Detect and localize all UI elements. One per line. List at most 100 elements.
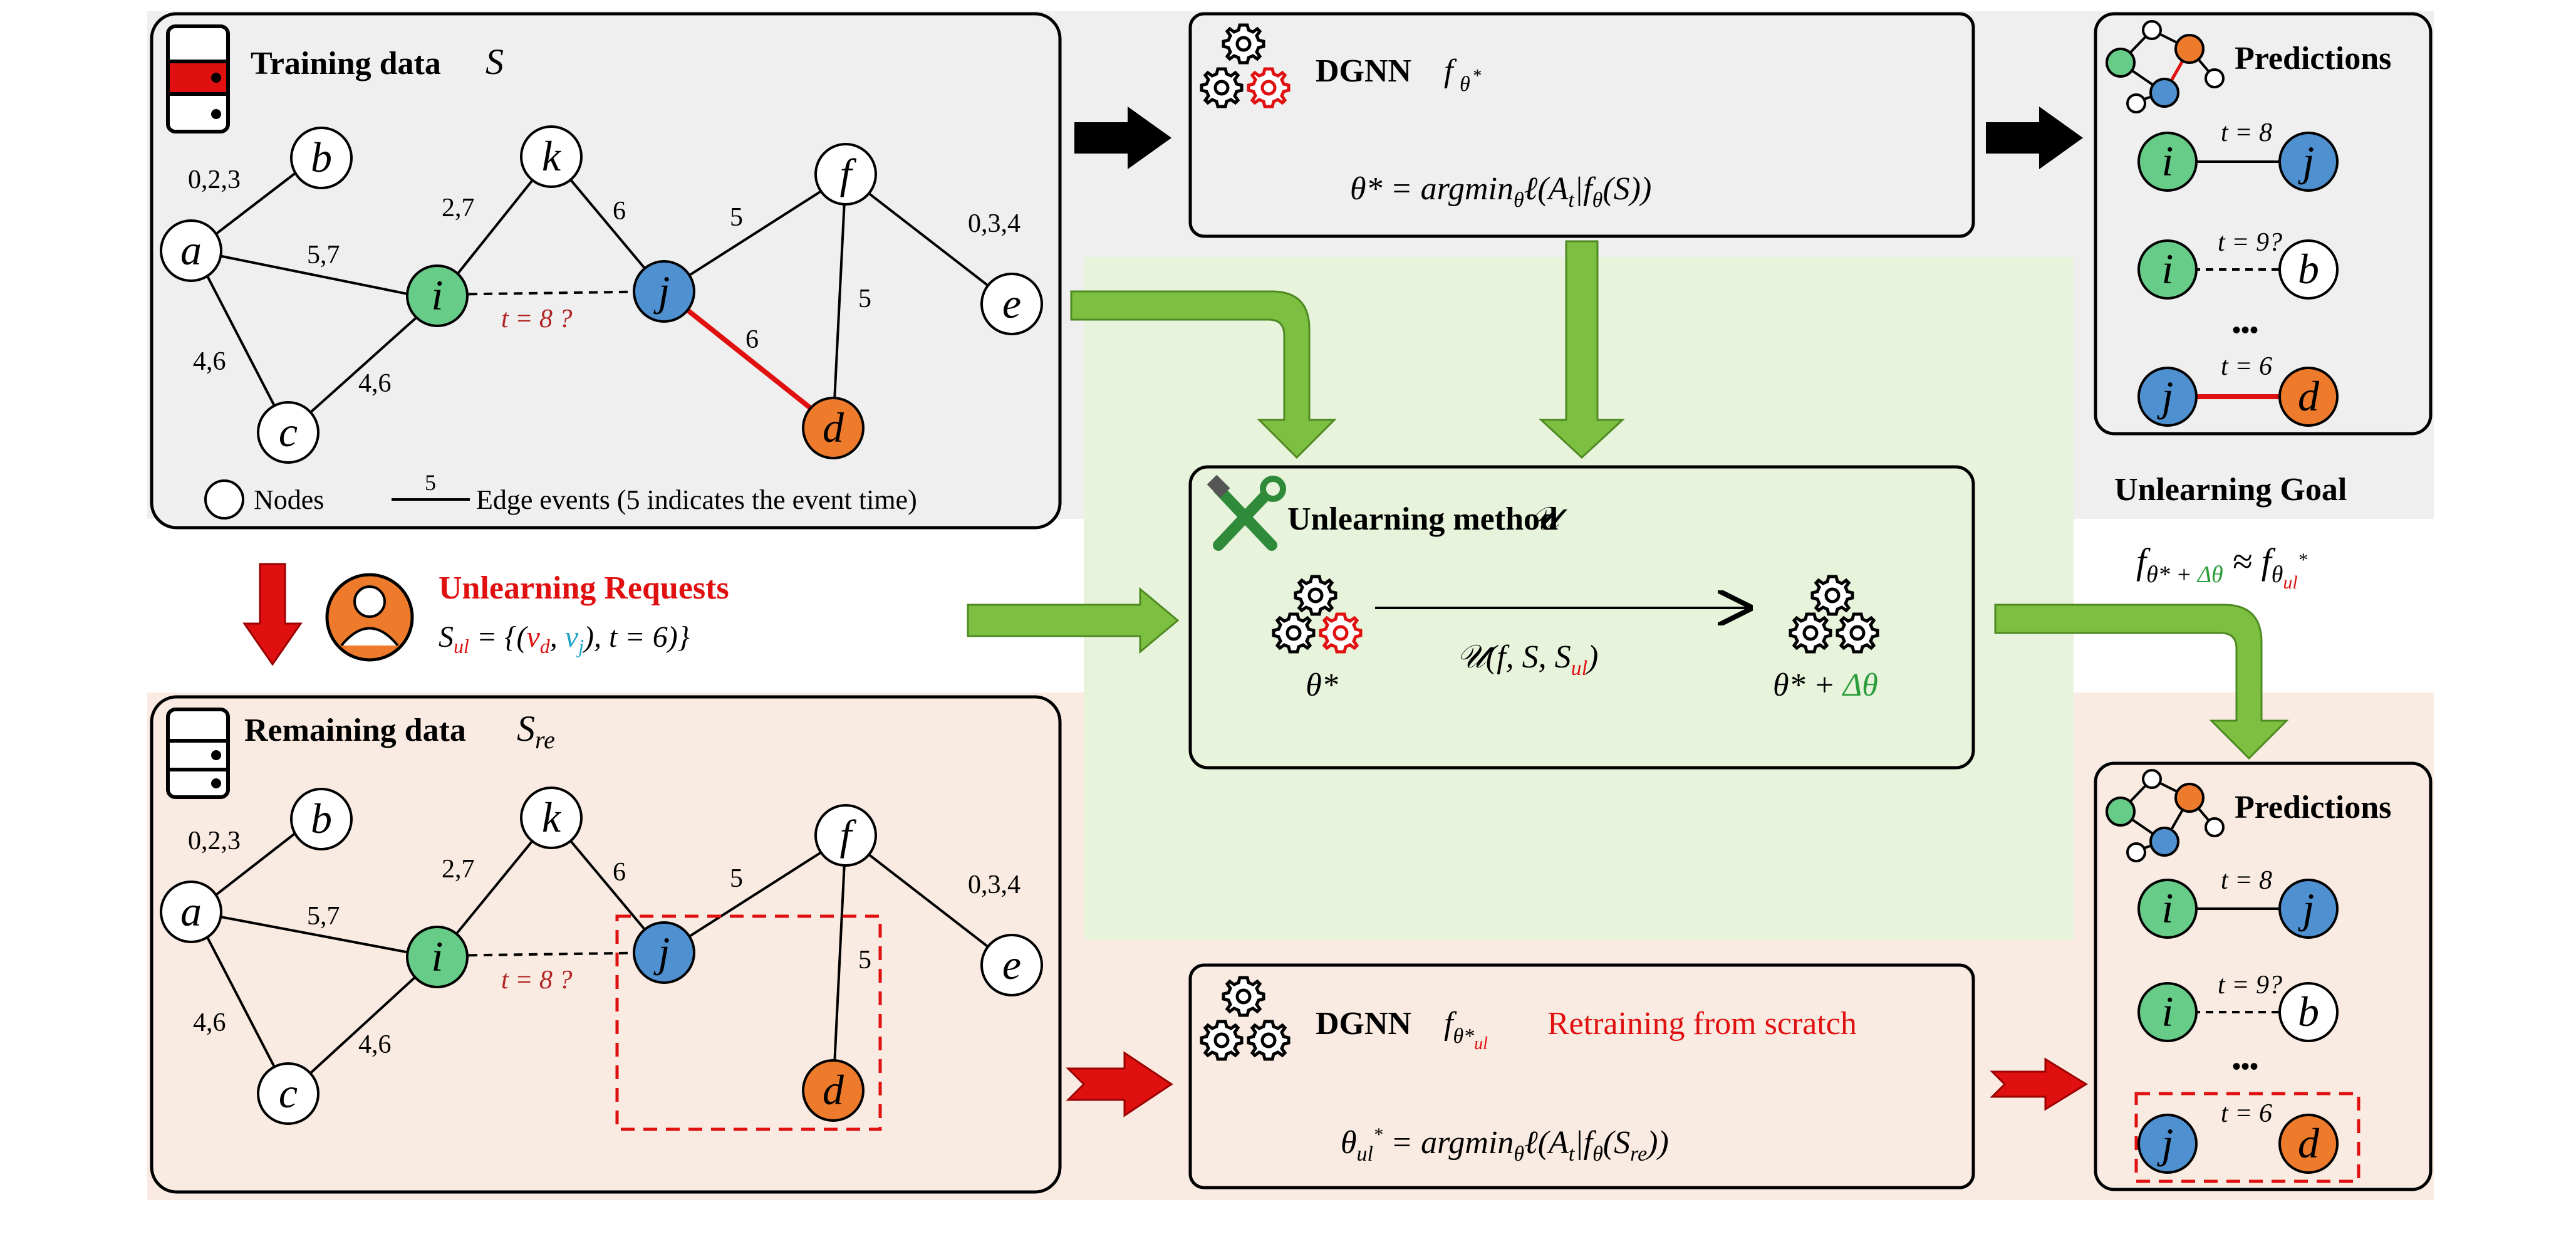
svg-text:t = 6: t = 6 (2221, 1099, 2272, 1128)
edge-label-f-d: 5 (858, 285, 871, 313)
remaining-data-panel: Remaining data Sre 0,2,3 5,7 4,6 2,7 6 4… (150, 695, 1062, 1194)
unlearning-goal: Unlearning Goal fθ* + Δθ ≈ fθul* (2114, 472, 2347, 593)
edge-label-a-i: 5,7 (307, 241, 340, 269)
training-symbol: S (486, 41, 504, 82)
red-arrow-bottom-1 (1066, 1051, 1173, 1117)
dgnn-bottom-title: DGNN (1316, 1006, 1411, 1042)
svg-text:t = 8 ?: t = 8 ? (501, 966, 573, 995)
svg-text:b: b (311, 133, 332, 181)
node-c: c (257, 401, 319, 464)
node-i: i (406, 926, 469, 988)
node-a: a (160, 219, 222, 282)
svg-text:d: d (2298, 372, 2320, 420)
svg-text:*: * (1472, 66, 1481, 86)
green-arrow-right (967, 587, 1180, 654)
red-arrow-down (242, 563, 303, 666)
unlearning-function: 𝒰(f, S, Sul) (1457, 639, 1598, 680)
predictions-bottom-title: Predictions (2235, 790, 2391, 825)
node-k: k (520, 125, 583, 188)
green-arrow-bend-2 (1994, 604, 2289, 760)
remaining-title: Remaining data (244, 713, 466, 748)
svg-text:4,6: 4,6 (358, 1030, 392, 1059)
svg-text:a: a (180, 887, 202, 935)
pred-top-node-d: d (2278, 367, 2339, 427)
pred-top-node-j1: j (2278, 132, 2339, 192)
edge-a-c (193, 250, 289, 433)
svg-text:•••: ••• (2232, 1052, 2258, 1080)
node-a: a (160, 881, 222, 943)
svg-text:b: b (311, 795, 332, 842)
removed-prediction-box (2134, 1092, 2360, 1183)
edge-j-d-red (662, 289, 835, 429)
predictions-bottom-panel: Predictions t = 8 i j t = 9? i b ••• t =… (2094, 761, 2433, 1191)
svg-text:5: 5 (858, 946, 871, 975)
svg-text:d: d (823, 1066, 844, 1114)
svg-text:e: e (1002, 941, 1021, 988)
svg-text:i: i (2162, 988, 2174, 1035)
svg-text:i: i (432, 933, 444, 980)
svg-text:t = 9?: t = 9? (2218, 228, 2282, 257)
edge-label-i-c: 4,6 (358, 369, 392, 398)
pred-top-node-b: b (2278, 239, 2339, 300)
svg-text:i: i (2162, 137, 2174, 185)
svg-text:t = 8: t = 8 (2221, 118, 2272, 147)
legend: Nodes 5 Edge events (5 indicates the eve… (204, 470, 917, 520)
svg-text:0,3,4: 0,3,4 (968, 870, 1021, 899)
query-edge-i-j (438, 290, 665, 296)
green-arrow-bend-1 (1070, 290, 1337, 459)
svg-text:5: 5 (730, 864, 743, 893)
svg-text:d: d (2298, 1119, 2320, 1167)
svg-text:e: e (1002, 280, 1021, 327)
edge-i-c (287, 296, 440, 434)
edge-label-j-d: 6 (745, 325, 759, 354)
node-b: b (290, 127, 353, 189)
node-d: d (802, 1059, 865, 1122)
svg-text:t = 6: t = 6 (2221, 352, 2272, 381)
dgnn-top-formula: θ* = argminθℓ(At|fθ(S)) (1350, 171, 1651, 212)
node-j: j (633, 260, 695, 323)
node-d: d (802, 397, 865, 459)
database-icon (166, 708, 230, 799)
node-e: e (980, 934, 1043, 996)
unlearning-title: Unlearning method (1287, 501, 1558, 537)
black-arrow-2 (1986, 107, 2083, 169)
predictions-top-panel: Predictions t = 8 i j t = 9? i b ••• t =… (2094, 12, 2433, 436)
dgnn-bottom-formula: θul* = argminθℓ(At|fθ(Sre)) (1341, 1124, 1669, 1166)
query-label: t = 8 ? (501, 305, 573, 333)
node-f: f (814, 804, 877, 867)
svg-text:0,2,3: 0,2,3 (188, 827, 241, 855)
svg-text:6: 6 (613, 858, 626, 887)
svg-text:t = 8: t = 8 (2221, 866, 2272, 895)
user-icon (325, 573, 414, 662)
svg-text:5,7: 5,7 (307, 902, 340, 931)
training-data-panel: Training data S 0,2,3 5,7 4,6 2,7 6 4,6 … (150, 12, 1062, 530)
wrench-screwdriver-icon (1207, 474, 1286, 551)
svg-text:a: a (180, 226, 202, 274)
svg-text:i: i (2162, 884, 2174, 932)
edge-label-f-e: 0,3,4 (968, 209, 1021, 238)
svg-text:i: i (2162, 245, 2174, 293)
request-formula: Sul = {(vd, vj), t = 6)} (439, 620, 690, 657)
node-k: k (520, 787, 583, 849)
goal-title: Unlearning Goal (2114, 472, 2347, 508)
svg-text:t = 9?: t = 9? (2218, 971, 2282, 1000)
edge-f-e (844, 174, 1013, 305)
dgnn-top-title: DGNN (1316, 53, 1411, 89)
training-title: Training data (251, 46, 441, 81)
svg-text:b: b (2298, 988, 2319, 1035)
node-b: b (290, 788, 353, 850)
pred-top-node-i2: i (2137, 239, 2198, 300)
svg-text:2,7: 2,7 (442, 855, 475, 884)
edge-f-d (832, 175, 847, 427)
black-arrow-1 (1074, 107, 1171, 169)
remaining-symbol: Sre (517, 708, 555, 754)
node-f: f (814, 143, 877, 206)
svg-text:θ: θ (1460, 73, 1470, 96)
edge-label-k-j: 6 (613, 197, 626, 226)
goal-formula: fθ* + Δθ ≈ fθul* (2136, 541, 2307, 593)
legend-nodes: Nodes (254, 484, 324, 515)
svg-text:θ* = argminθℓ(At|fθ(S)): θ* = argminθℓ(At|fθ(S)) (1350, 171, 1651, 212)
network-icon (2106, 20, 2225, 113)
edge-label-a-b: 0,2,3 (188, 165, 241, 194)
